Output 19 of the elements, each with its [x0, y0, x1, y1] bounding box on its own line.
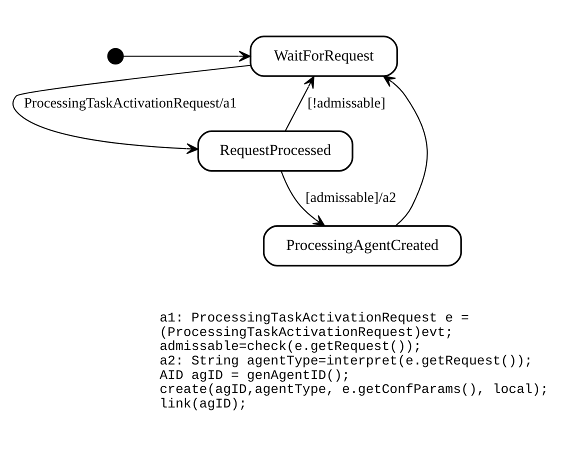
label: AID agID = genAgentID(); — [160, 368, 350, 383]
label: a1: ProcessingTaskActivationRequest e = — [160, 310, 469, 326]
arrow — [284, 76, 314, 132]
node-box: WaitForRequest — [250, 36, 398, 77]
node-box: ProcessingAgentCreated — [262, 225, 462, 266]
label: admissable=check(e.getRequest()); — [160, 339, 422, 354]
edge-label: [!admissable] — [307, 95, 386, 112]
arrow — [12, 64, 250, 154]
edge-label: [admissable]/a2 — [306, 190, 396, 206]
label: link(agID); — [160, 396, 247, 412]
node-circle — [107, 48, 124, 65]
edge-label: ProcessingTaskActivationRequest/a1 — [24, 95, 237, 112]
arrow — [383, 76, 428, 226]
arrow — [280, 171, 326, 226]
label: create(agID,agentType, e.getConfParams(), local); — [160, 382, 548, 398]
label: a2: String agentType=interpret(e.getRequest()); — [160, 353, 532, 368]
label: (ProcessingTaskActivationRequest)evt; — [160, 324, 454, 340]
arrow — [123, 50, 251, 62]
node-box: RequestProcessed — [197, 130, 354, 172]
